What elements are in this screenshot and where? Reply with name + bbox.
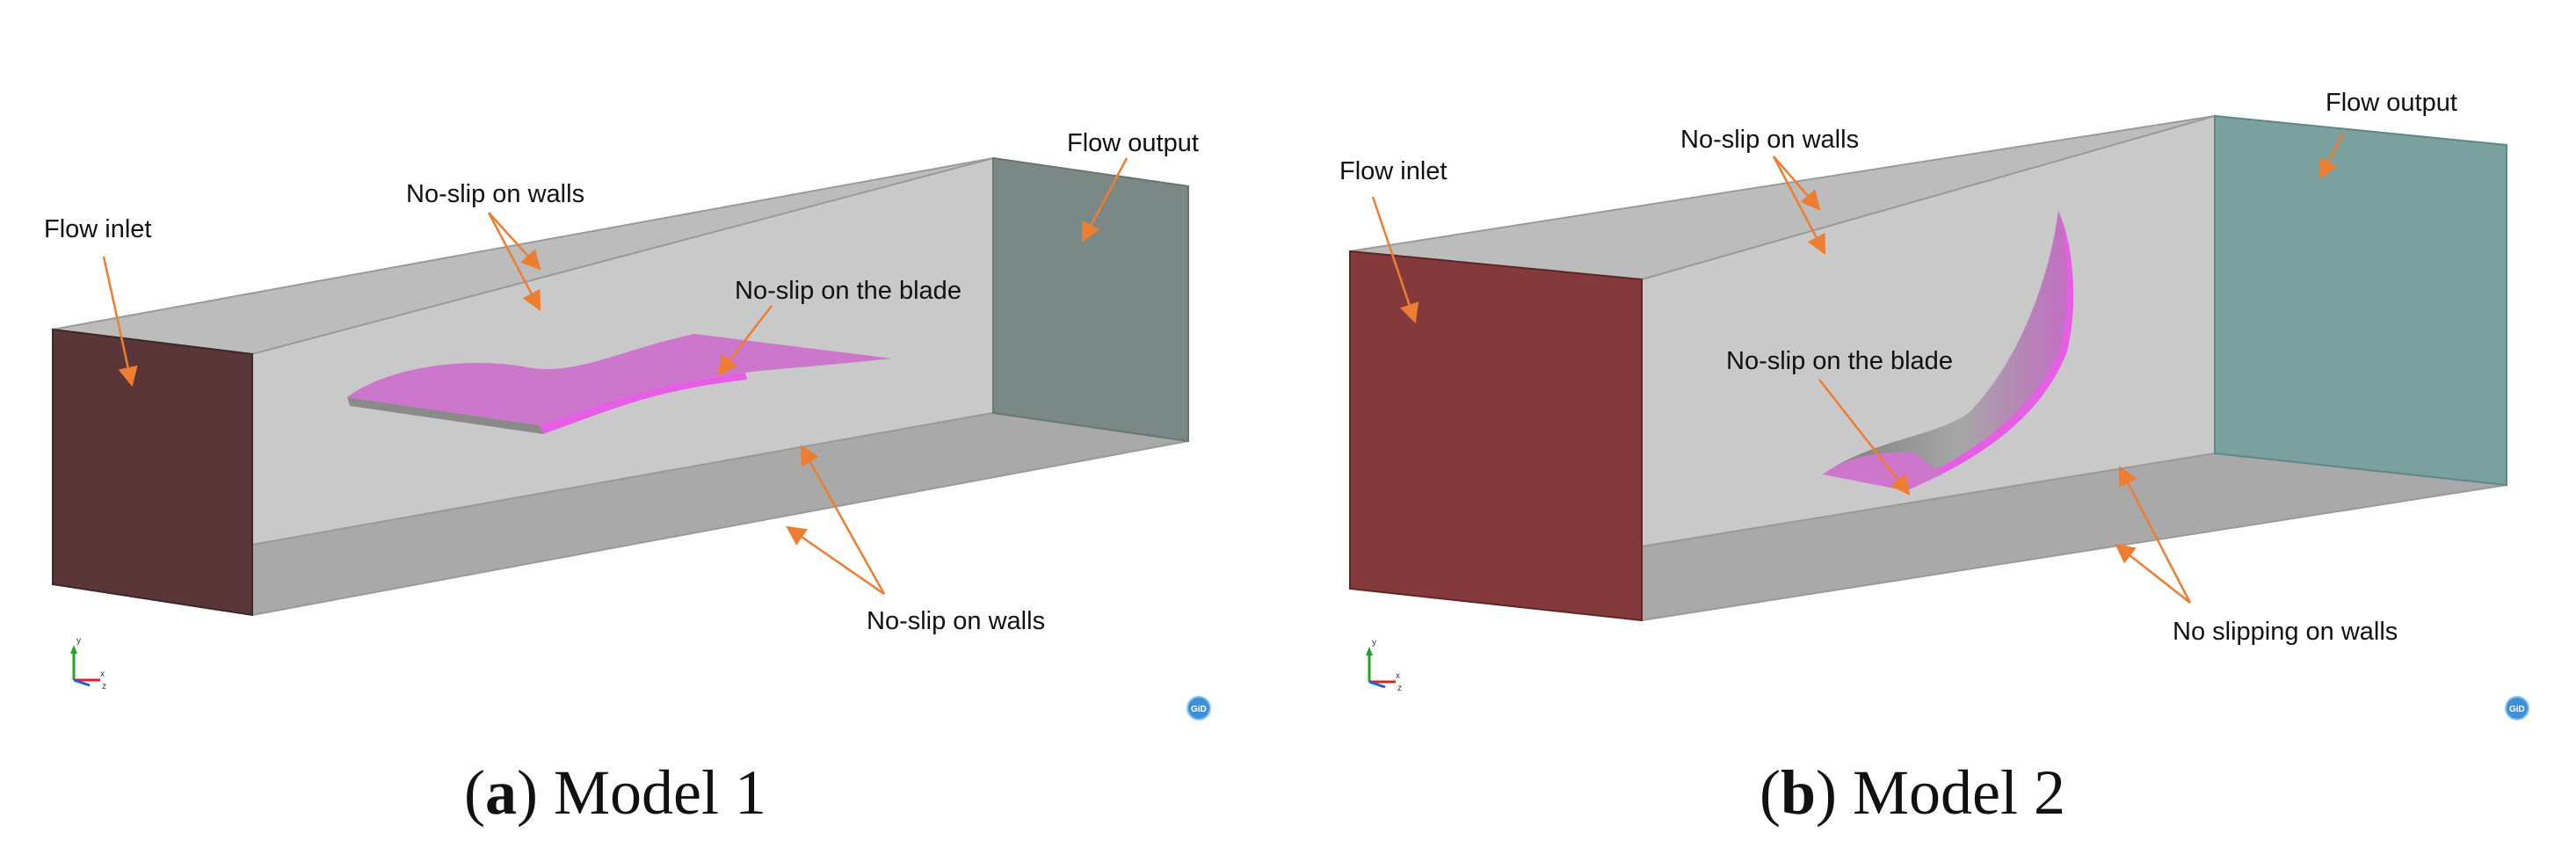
label-flow-inlet: Flow inlet xyxy=(1339,157,1448,185)
arrow-walls-bottom-1 xyxy=(2118,466,2192,604)
label-no-slip-walls-top: No-slip on walls xyxy=(1680,126,1859,154)
gid-logo: GiD xyxy=(2505,696,2529,720)
blade-edge-highlight xyxy=(540,373,747,434)
arrow-walls-top-2 xyxy=(1772,156,1826,255)
outlet-face xyxy=(992,156,1189,443)
annotation-labels-model-2: Flow inlet No-slip on walls No-slip on t… xyxy=(1339,89,2457,646)
arrow-inlet xyxy=(102,256,138,387)
svg-text:x: x xyxy=(100,670,105,679)
arrow-walls-top-2 xyxy=(487,212,541,311)
label-no-slip-walls-top: No-slip on walls xyxy=(406,180,584,208)
caption-model-1: (a) Model 1 xyxy=(464,757,766,828)
blade-surface xyxy=(347,334,892,425)
arrow-walls-bottom-1 xyxy=(800,445,886,595)
xyz-axes-icon: y x z xyxy=(70,636,106,691)
svg-text:y: y xyxy=(1372,638,1376,648)
caption-title: Model 1 xyxy=(554,757,766,828)
arrow-walls-top-1 xyxy=(488,212,541,271)
channel-box-model-2 xyxy=(1349,114,2507,622)
caption-title: Model 2 xyxy=(1853,757,2065,828)
panel-model-2: Flow inlet No-slip on walls No-slip on t… xyxy=(1339,89,2529,828)
blade-edge-shadow xyxy=(347,397,543,434)
arrow-walls-top-1 xyxy=(1773,156,1821,211)
outlet-face xyxy=(2214,114,2507,487)
arrow-walls-bottom-2 xyxy=(786,525,885,596)
label-flow-output: Flow output xyxy=(2326,89,2457,117)
inlet-face xyxy=(52,328,253,617)
label-no-slip-blade: No-slip on the blade xyxy=(1726,347,1953,375)
label-no-slip-walls-bottom: No-slip on walls xyxy=(867,607,1045,635)
blade-root xyxy=(1823,452,1942,490)
annotation-arrows-model-1 xyxy=(102,157,1128,596)
label-flow-output: Flow output xyxy=(1067,129,1199,157)
arrow-inlet xyxy=(1371,196,1419,324)
svg-text:GiD: GiD xyxy=(2509,705,2525,714)
label-no-slip-blade: No-slip on the blade xyxy=(735,277,961,305)
annotation-labels-model-1: Flow inlet No-slip on walls No-slip on t… xyxy=(44,129,1199,635)
caption-model-2: (b) Model 2 xyxy=(1760,757,2065,828)
caption-letter: a xyxy=(485,757,517,828)
channel-box-model-1 xyxy=(52,156,1189,617)
blade-model-1 xyxy=(347,334,892,434)
svg-text:GiD: GiD xyxy=(1191,705,1207,714)
inlet-face xyxy=(1349,250,1643,622)
arrow-outlet xyxy=(1081,157,1128,243)
panel-model-1: Flow inlet No-slip on walls No-slip on t… xyxy=(44,129,1211,828)
arrow-walls-bottom-2 xyxy=(2115,543,2191,604)
svg-text:x: x xyxy=(1396,671,1400,681)
svg-text:z: z xyxy=(1397,684,1402,693)
arrow-outlet xyxy=(2318,133,2345,179)
label-flow-inlet: Flow inlet xyxy=(44,215,152,243)
label-no-slipping-walls: No slipping on walls xyxy=(2173,618,2398,646)
arrow-blade xyxy=(717,305,773,376)
blade-model-2 xyxy=(1823,211,2074,490)
svg-text:y: y xyxy=(76,636,81,646)
arrow-blade xyxy=(1818,379,1911,496)
annotation-arrows-model-2 xyxy=(1371,133,2345,604)
xyz-axes-icon: y x z xyxy=(1366,638,1402,693)
svg-text:z: z xyxy=(102,682,106,691)
caption-letter: b xyxy=(1781,757,1816,828)
gid-logo: GiD xyxy=(1186,696,1211,720)
